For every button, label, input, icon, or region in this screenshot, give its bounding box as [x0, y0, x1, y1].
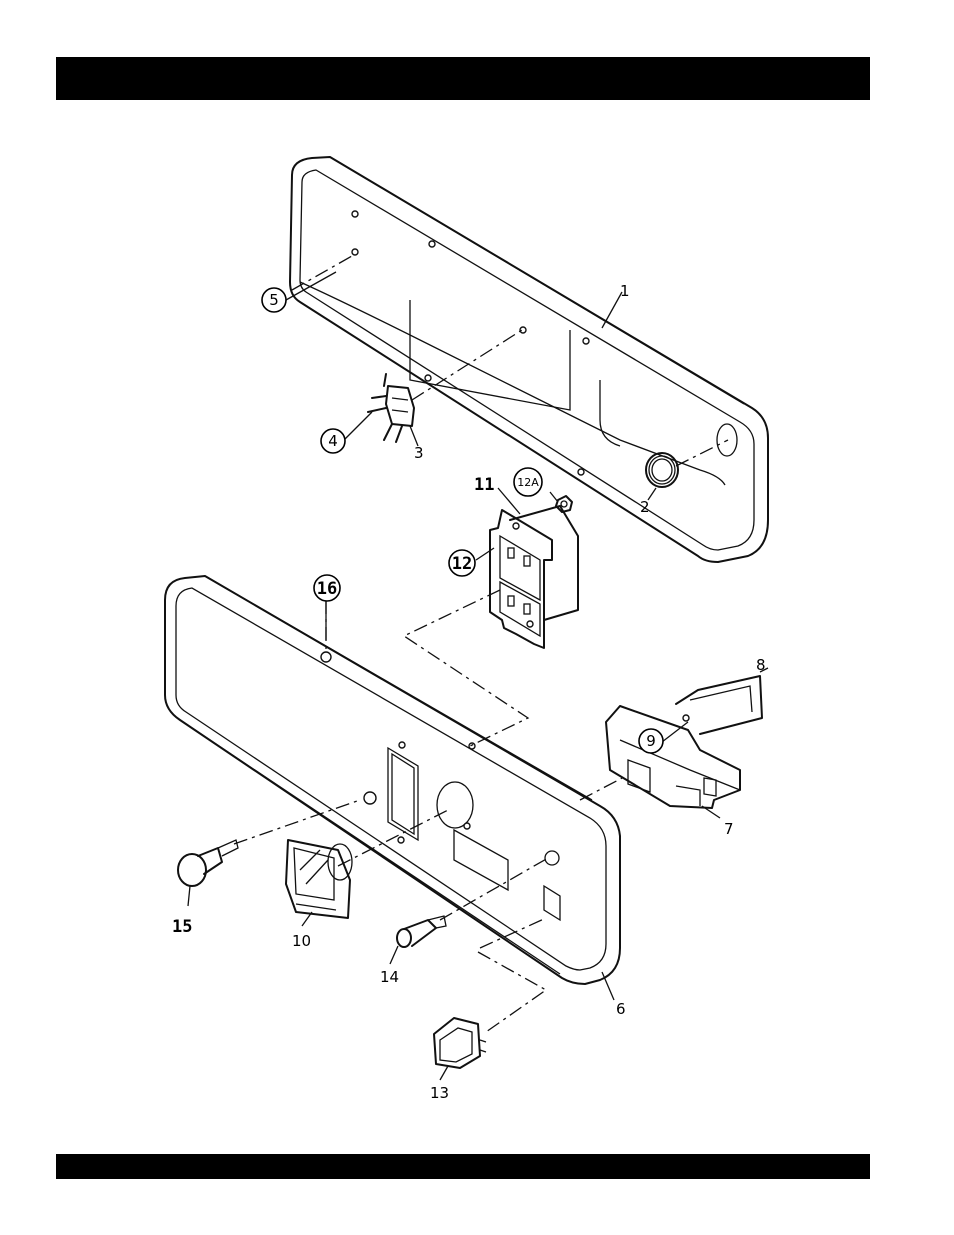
callout-15: 15 [172, 917, 192, 937]
callout-14: 14 [380, 968, 399, 986]
circuit-breaker-part-7 [606, 706, 740, 808]
footer-bar [56, 1154, 870, 1179]
callout-4: 4 [328, 432, 338, 450]
callout-3: 3 [414, 444, 424, 462]
callout-2: 2 [640, 498, 650, 516]
callout-11: 11 [474, 475, 494, 495]
assembly-lines [234, 256, 728, 1032]
breaker-bracket-part-8 [676, 676, 762, 734]
callout-16: 16 [317, 579, 337, 599]
nut-part-12a [556, 496, 572, 512]
callout-12: 12 [452, 554, 472, 574]
front-panel-part-6 [165, 576, 620, 984]
callout-6: 6 [616, 1000, 626, 1018]
callout-12a: 12A [517, 476, 539, 489]
fuse-holder-part-14 [397, 916, 446, 947]
knob-part-15 [178, 840, 238, 886]
rocker-switch-part-13 [434, 1018, 486, 1068]
meter-part-10 [286, 840, 352, 918]
callout-1: 1 [620, 282, 630, 300]
terminal-block-part-3 [368, 374, 414, 442]
callout-8: 8 [756, 656, 766, 674]
callout-13: 13 [430, 1084, 449, 1102]
gfci-receptacle-part-12 [490, 506, 578, 648]
callout-10: 10 [292, 932, 311, 950]
callout-5: 5 [269, 291, 279, 309]
grommet-part-2 [646, 453, 678, 487]
callouts: 1 2 3 4 5 6 7 8 9 10 11 12 12A 13 14 15 … [172, 282, 766, 1102]
callout-7: 7 [724, 820, 734, 838]
control-box-housing [290, 157, 768, 562]
callout-9: 9 [646, 732, 656, 750]
